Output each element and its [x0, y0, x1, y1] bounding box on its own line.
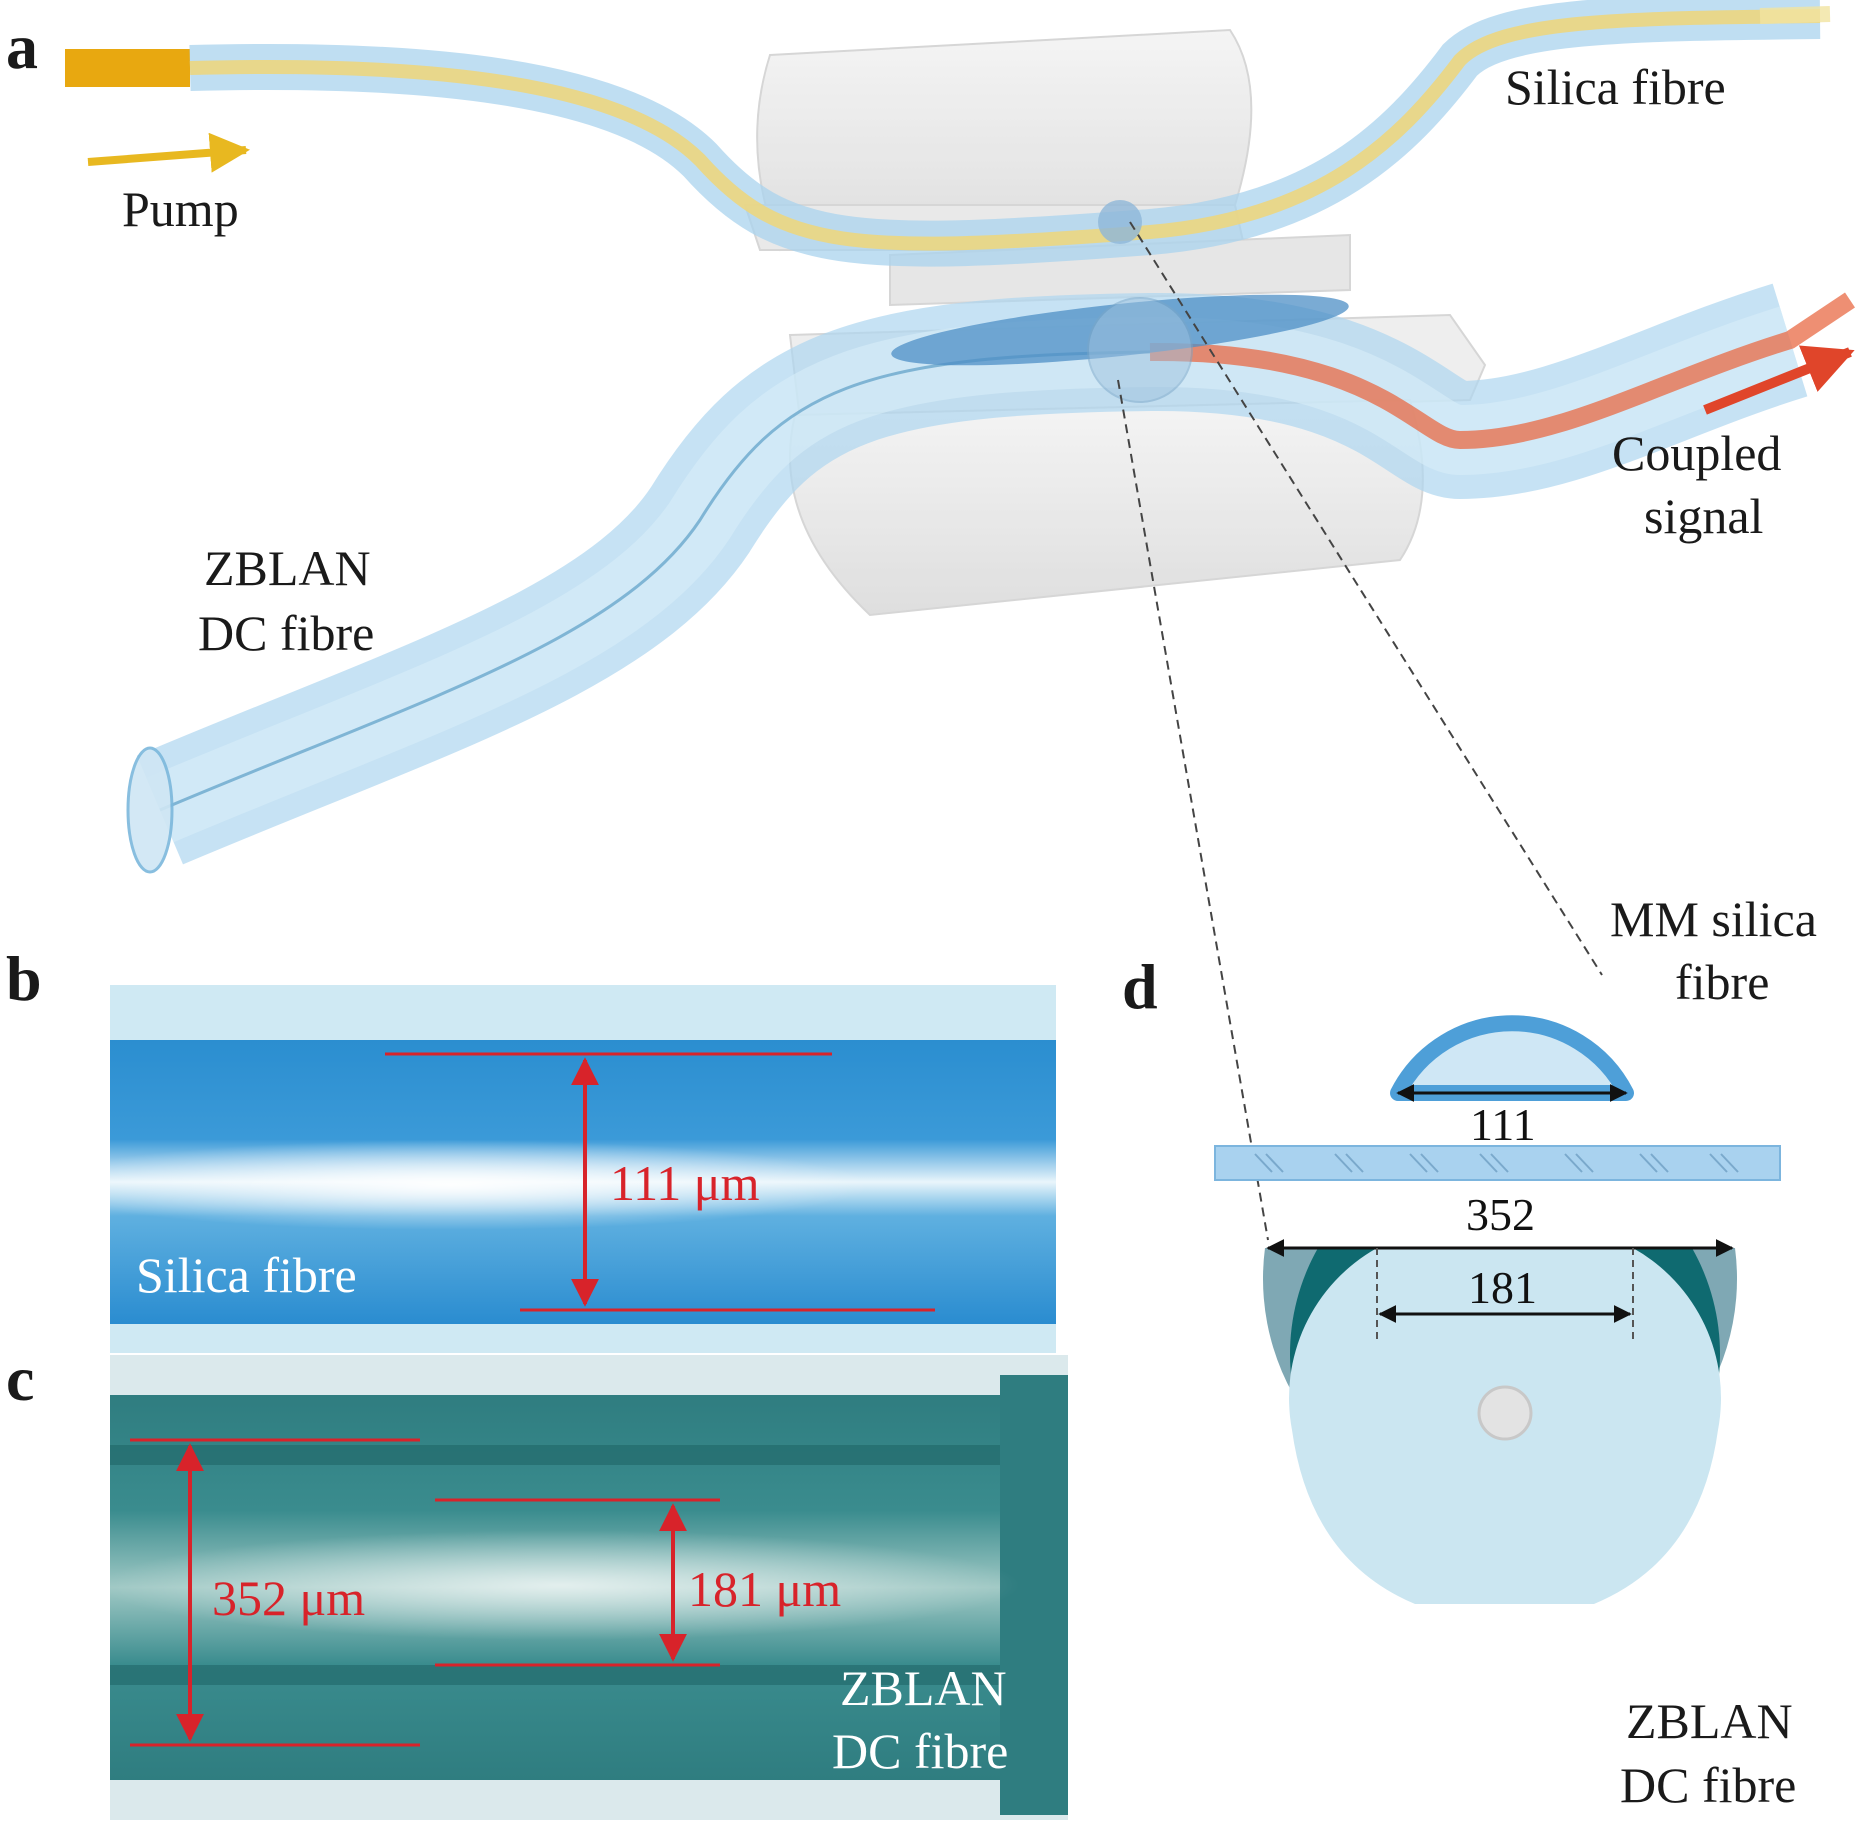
- zblan-label-line2: DC fibre: [198, 605, 374, 661]
- silica-diameter-label: 111 μm: [610, 1155, 760, 1211]
- panel-c: c 352 μm 181 μm ZBLAN DC fibre: [6, 1343, 1068, 1820]
- zblan-inner-dimension: 181: [1468, 1262, 1537, 1313]
- upper-cross-section-marker: [1098, 200, 1142, 244]
- silica-fibre-label: Silica fibre: [1505, 59, 1726, 115]
- panel-c-letter: c: [6, 1343, 34, 1414]
- zblan-micrograph-label-line2: DC fibre: [832, 1723, 1008, 1779]
- zblan-inner-diameter-label: 181 μm: [688, 1561, 841, 1617]
- zblan-outer-diameter-label: 352 μm: [212, 1570, 365, 1626]
- upper-holder-block: [743, 28, 1351, 307]
- panel-a-letter: a: [6, 11, 38, 82]
- silica-fibre-top: [65, 0, 1831, 267]
- coupled-label-line1: Coupled: [1612, 425, 1781, 481]
- zblan-outer-dimension: 352: [1466, 1189, 1535, 1240]
- zblan-section-label-line2: DC fibre: [1620, 1757, 1796, 1813]
- panel-d: d MM silica fibre 111 352: [1122, 891, 1817, 1813]
- mm-silica-label-line2: fibre: [1675, 954, 1769, 1010]
- panel-b: b 111 μm Silica fibre: [6, 943, 1056, 1353]
- silica-core-glow: [30, 1140, 870, 1230]
- zblan-label-line1: ZBLAN: [204, 540, 371, 596]
- silica-section-dimension: 111: [1470, 1099, 1536, 1150]
- coupled-signal-arrow: [1703, 345, 1855, 415]
- coupled-label-line2: signal: [1644, 488, 1763, 544]
- panel-b-letter: b: [6, 943, 42, 1014]
- pump-arrow: [87, 132, 250, 173]
- zblan-core: [1477, 1385, 1533, 1441]
- silica-micrograph-label: Silica fibre: [136, 1247, 357, 1303]
- silica-d-section: [1390, 1015, 1634, 1101]
- lower-cross-section-marker: [1087, 297, 1193, 403]
- mm-silica-label-line1: MM silica: [1610, 891, 1817, 947]
- zblan-core-glow: [100, 1530, 1020, 1640]
- zoom-leader-lines: [1117, 221, 1603, 1241]
- zblan-micrograph-label-line1: ZBLAN: [840, 1660, 1007, 1716]
- zblan-section-label-line1: ZBLAN: [1626, 1693, 1793, 1749]
- panel-d-letter: d: [1122, 951, 1158, 1022]
- panel-a: a: [6, 0, 1855, 1241]
- pump-label: Pump: [122, 181, 239, 237]
- separator-plate: [1214, 1145, 1781, 1181]
